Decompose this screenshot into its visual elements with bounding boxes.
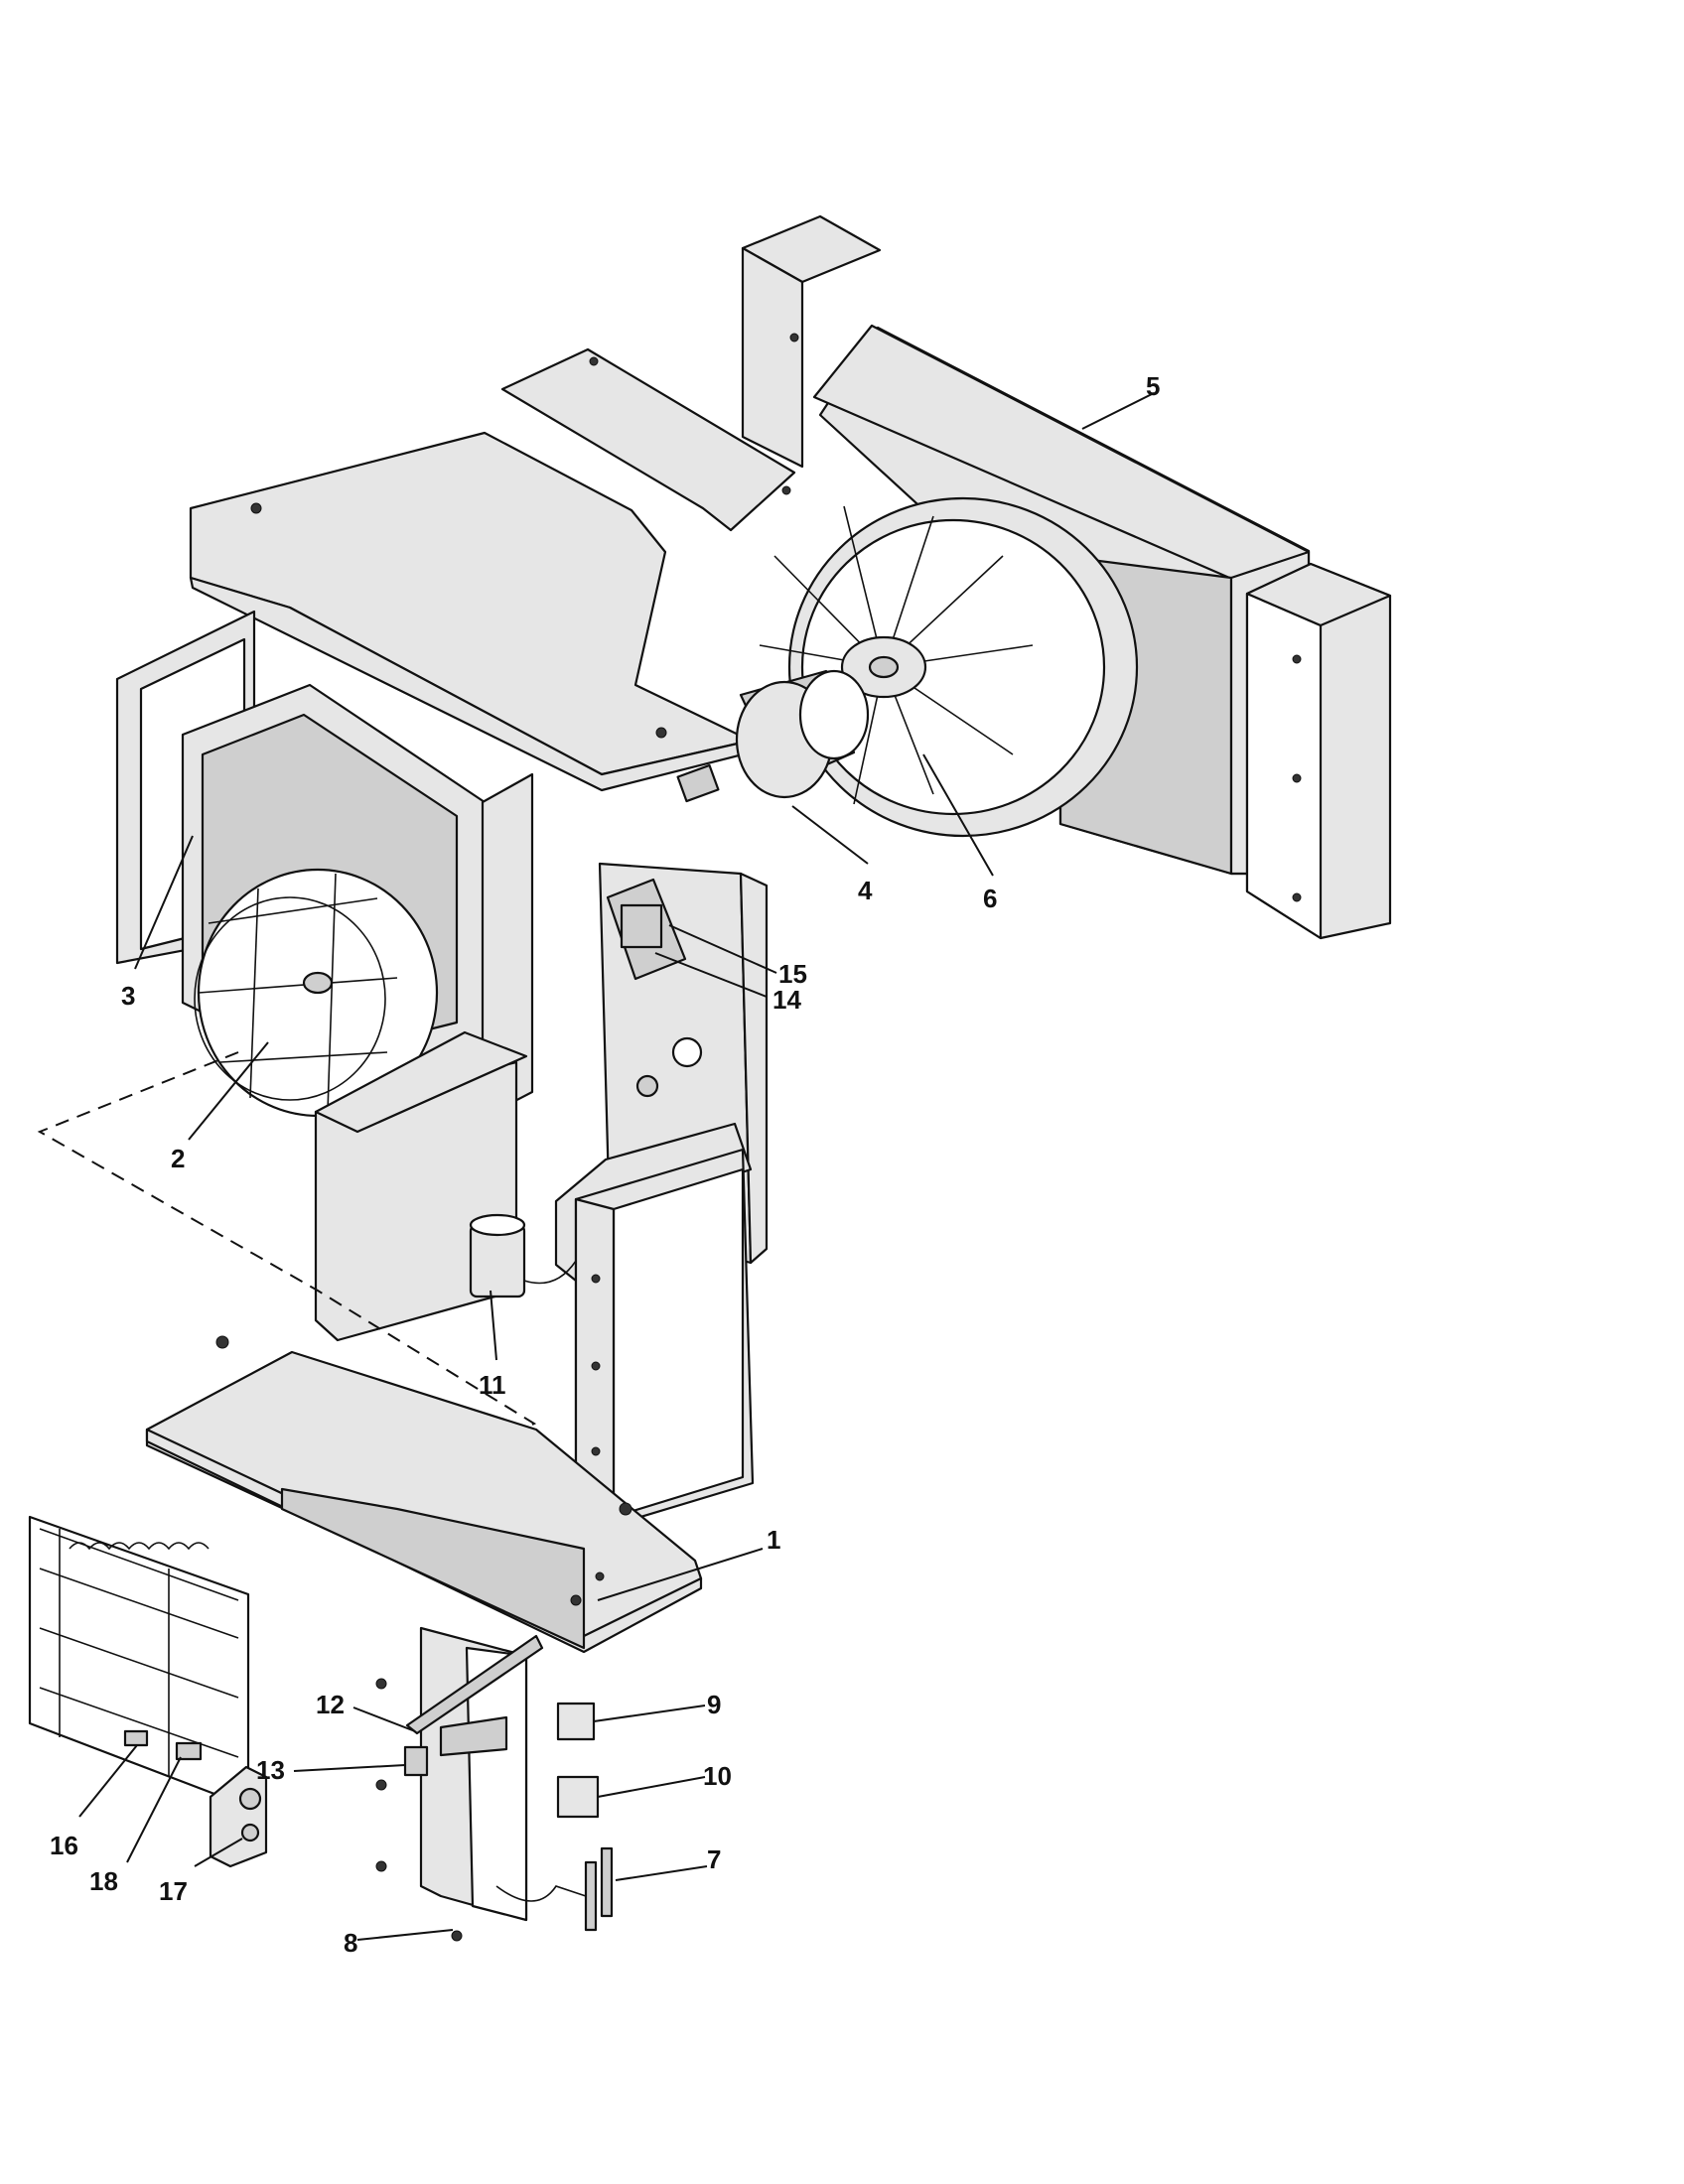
control-box-assembly [375,1626,614,1942]
callout-7: 7 [707,1844,721,1874]
part-11-capacitor [469,1213,577,1298]
callout-9: 9 [707,1690,721,1719]
callout-12: 12 [316,1690,345,1719]
callout-10: 10 [703,1761,732,1791]
callout-1: 1 [767,1525,780,1555]
callout-15: 15 [778,959,807,989]
callout-16: 16 [50,1831,78,1860]
callout-labels: 1 2 3 4 5 6 7 8 9 10 11 12 13 14 15 16 1… [50,371,1160,1958]
callout-17: 17 [159,1876,188,1906]
callout-11: 11 [479,1370,506,1400]
callout-3: 3 [121,981,135,1011]
part-16-17-18-heater-assembly [28,1515,268,1868]
part-6-fan-blade [759,496,1139,838]
callout-6: 6 [983,884,997,913]
right-side-panel [574,1148,755,1529]
callout-4: 4 [858,876,873,905]
callout-18: 18 [89,1866,118,1896]
callout-5: 5 [1146,371,1160,401]
callout-2: 2 [171,1144,185,1173]
top-panels [189,347,796,792]
leader-lines [78,392,1155,1941]
callout-8: 8 [344,1928,357,1958]
callout-13: 13 [256,1755,285,1785]
part-4-fan-motor [676,669,870,803]
callout-14: 14 [772,985,801,1015]
